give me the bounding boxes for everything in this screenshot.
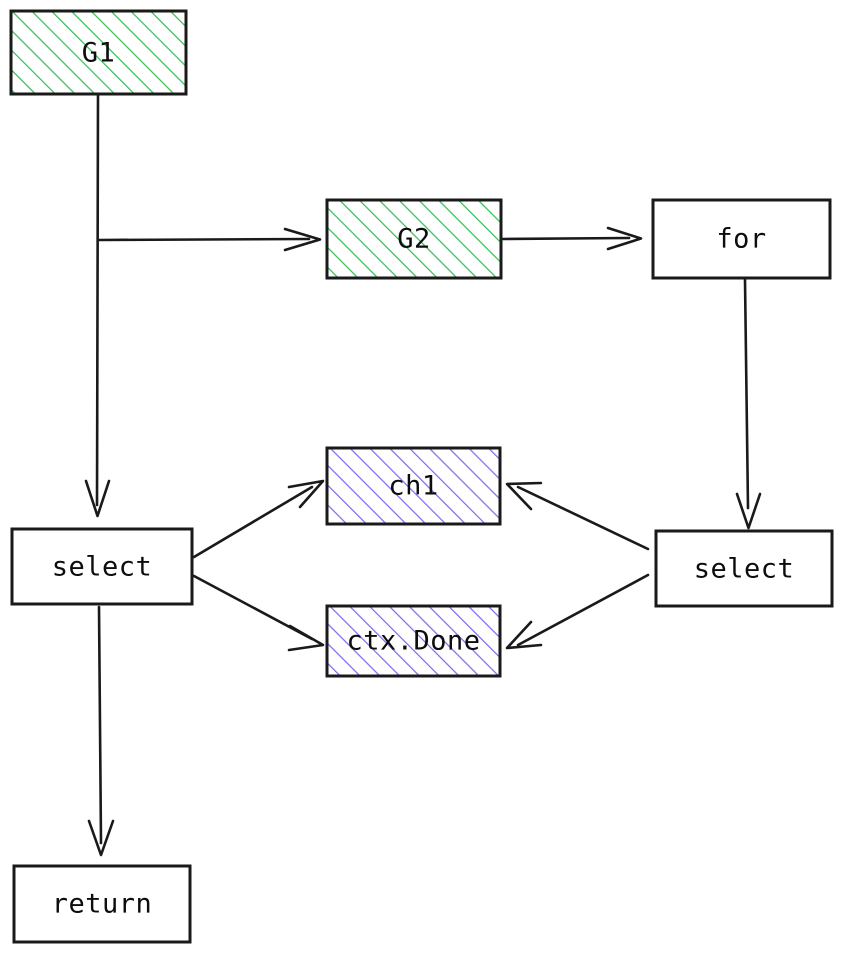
node-select-left-shape xyxy=(10,527,194,606)
node-ctx-done-label: ctx.Done xyxy=(346,626,480,657)
edge-select-left-to-return xyxy=(87,605,115,857)
node-g1-shape xyxy=(9,9,188,96)
node-ch1-shape xyxy=(325,446,502,526)
node-select-right-label: select xyxy=(694,554,795,585)
edge-g2-to-for xyxy=(501,226,643,251)
node-select-left[interactable]: select xyxy=(10,527,194,606)
node-ch1-label: ch1 xyxy=(388,471,438,502)
node-select-right[interactable]: select xyxy=(654,529,834,608)
edge-g1-to-g2 xyxy=(97,227,322,252)
node-ctx-done[interactable]: ctx.Done xyxy=(325,604,502,678)
edge-for-to-select-right xyxy=(735,278,762,530)
node-return[interactable]: return xyxy=(12,864,192,944)
edge-g1-to-select-left xyxy=(84,93,111,518)
node-return-label: return xyxy=(52,889,153,920)
node-select-right-shape xyxy=(654,529,834,608)
node-ctx-done-shape xyxy=(325,604,502,678)
node-g2-label: G2 xyxy=(397,224,431,255)
node-return-shape xyxy=(12,864,192,944)
node-for[interactable]: for xyxy=(651,198,832,280)
node-g1-label: G1 xyxy=(82,38,116,69)
node-g1[interactable]: G1 xyxy=(9,9,188,96)
edge-select-left-to-ctx-done xyxy=(192,574,325,652)
node-g2[interactable]: G2 xyxy=(325,198,503,280)
node-g2-shape xyxy=(325,198,503,280)
edge-select-right-to-ch1 xyxy=(505,481,650,551)
edge-select-right-to-ctx-done xyxy=(505,573,650,650)
node-for-label: for xyxy=(716,224,766,255)
node-ch1[interactable]: ch1 xyxy=(325,446,502,526)
node-for-shape xyxy=(651,198,832,280)
edge-select-left-to-ch1 xyxy=(192,479,325,559)
node-select-left-label: select xyxy=(52,552,153,583)
